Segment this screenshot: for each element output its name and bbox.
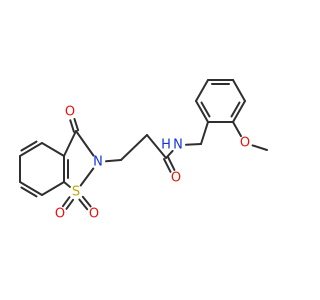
carbonyl-oxygen-label: O (65, 105, 75, 120)
bond (63, 181, 71, 188)
sulfonyl-oxygen-label: O (89, 207, 99, 222)
bond (63, 130, 77, 157)
bond (78, 198, 89, 211)
bond (200, 101, 211, 118)
bond (200, 121, 209, 145)
amide-nitrogen-label: N (173, 138, 183, 153)
bond (165, 149, 174, 159)
bond (19, 181, 43, 196)
bond-layer (19, 79, 268, 211)
bond (19, 142, 43, 157)
bond (232, 121, 242, 138)
bond (232, 79, 246, 102)
bond (195, 79, 209, 102)
bond (251, 144, 268, 151)
bond (81, 195, 92, 208)
bond (185, 143, 202, 146)
bond (167, 156, 176, 171)
bond (65, 198, 75, 210)
bond (69, 119, 75, 133)
bond (79, 167, 95, 187)
amide-hydrogen-label: H (161, 138, 171, 153)
amide-oxygen-label: O (171, 171, 181, 186)
bond (61, 196, 71, 208)
bond (20, 186, 38, 198)
bond (120, 134, 148, 161)
bond (41, 181, 65, 196)
ring-nitrogen-label: N (93, 155, 103, 170)
sulfur-label: S (72, 185, 80, 200)
bond (230, 101, 241, 118)
bond (195, 100, 209, 123)
bond (73, 118, 80, 132)
bond (75, 130, 95, 157)
bond (232, 100, 246, 123)
bond (41, 142, 65, 157)
bond (20, 140, 38, 152)
bond (146, 134, 167, 159)
sulfonyl-oxygen-label: O (55, 207, 65, 222)
methoxy-oxygen-label: O (240, 136, 250, 151)
bond (105, 159, 122, 163)
bond (163, 158, 172, 173)
